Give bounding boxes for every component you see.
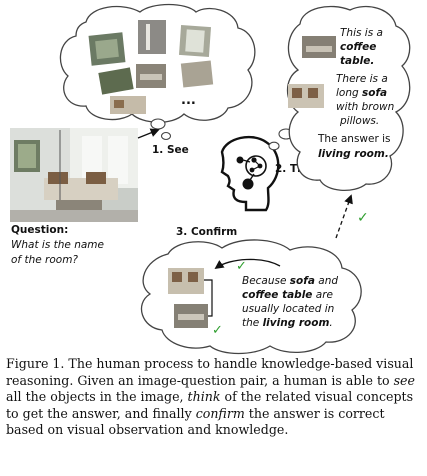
thumbnail-plant bbox=[98, 67, 134, 95]
thought-line-3a: The answer is bbox=[317, 133, 391, 145]
caption-confirm: confirm bbox=[195, 405, 245, 421]
dashed-confirm-arrow bbox=[335, 194, 353, 239]
thumbnail-coffee-table bbox=[302, 36, 336, 58]
arrow-photo-to-see bbox=[137, 128, 160, 139]
thought-line-1b: coffee bbox=[340, 41, 376, 53]
check-sofa-icon: ✓ bbox=[236, 259, 247, 274]
question-label: Question: bbox=[11, 224, 68, 236]
thumbnail-table-confirm bbox=[174, 304, 208, 328]
thumbnail-curtain bbox=[180, 60, 214, 88]
thumbnail-window bbox=[178, 24, 212, 58]
thought-line-2b: long sofa bbox=[336, 87, 387, 99]
figure-caption: Figure 1. The human process to handle kn… bbox=[6, 356, 422, 439]
confirm-step-label: 3. Confirm bbox=[176, 226, 237, 238]
confirm-thumbnails bbox=[168, 268, 208, 328]
thought-line-1a: This is a bbox=[340, 27, 383, 39]
caption-think: think bbox=[187, 389, 221, 405]
thumbnail-painting bbox=[88, 32, 126, 66]
think-thumbnails bbox=[288, 36, 336, 108]
thought-line-2a: There is a bbox=[336, 73, 388, 85]
caption-part-1: Figure 1. The human process to handle kn… bbox=[6, 356, 414, 388]
confirm-line-3: usually located in bbox=[242, 303, 334, 315]
caption-see: see bbox=[393, 372, 415, 388]
thumbnail-sofa-small bbox=[110, 96, 146, 114]
object-thumbnails: ... bbox=[88, 20, 214, 114]
thought-line-1c: table. bbox=[340, 55, 374, 67]
ellipsis-text: ... bbox=[181, 93, 196, 108]
caption-part-2: all the objects in the image, bbox=[6, 389, 188, 405]
brain-head-icon bbox=[220, 135, 280, 212]
see-step-label: 1. See bbox=[152, 144, 189, 156]
confirm-line-2: coffee table are bbox=[242, 289, 333, 301]
confirm-line-1: Because sofa and bbox=[242, 275, 338, 287]
thumbnail-sofa bbox=[288, 84, 324, 108]
room-photo bbox=[10, 128, 138, 222]
question-line-1: What is the name bbox=[11, 239, 104, 251]
think-text: This is a coffee table. There is a long … bbox=[317, 27, 394, 160]
confirm-text: Because sofa and coffee table are usuall… bbox=[242, 275, 338, 329]
confirm-arrow bbox=[214, 258, 281, 270]
thumbnail-table-small bbox=[136, 64, 166, 88]
check-table-icon: ✓ bbox=[212, 323, 223, 338]
confirm-line-4: the living room. bbox=[242, 317, 333, 329]
thought-line-2c: with brown bbox=[336, 101, 394, 113]
confirm-bracket bbox=[204, 279, 213, 317]
thumbnail-sofa-confirm bbox=[168, 268, 204, 294]
thought-line-3b: living room. bbox=[318, 148, 389, 160]
thought-line-2d: pillows. bbox=[339, 115, 379, 127]
caption-part-3: of the related visual concepts to get th… bbox=[6, 389, 414, 421]
caption-part-4: the answer is correct based on visual ob… bbox=[6, 405, 385, 438]
thumbnail-lamp bbox=[138, 20, 166, 54]
question-line-2: of the room? bbox=[11, 254, 78, 266]
check-mark-icon: ✓ bbox=[357, 210, 369, 226]
